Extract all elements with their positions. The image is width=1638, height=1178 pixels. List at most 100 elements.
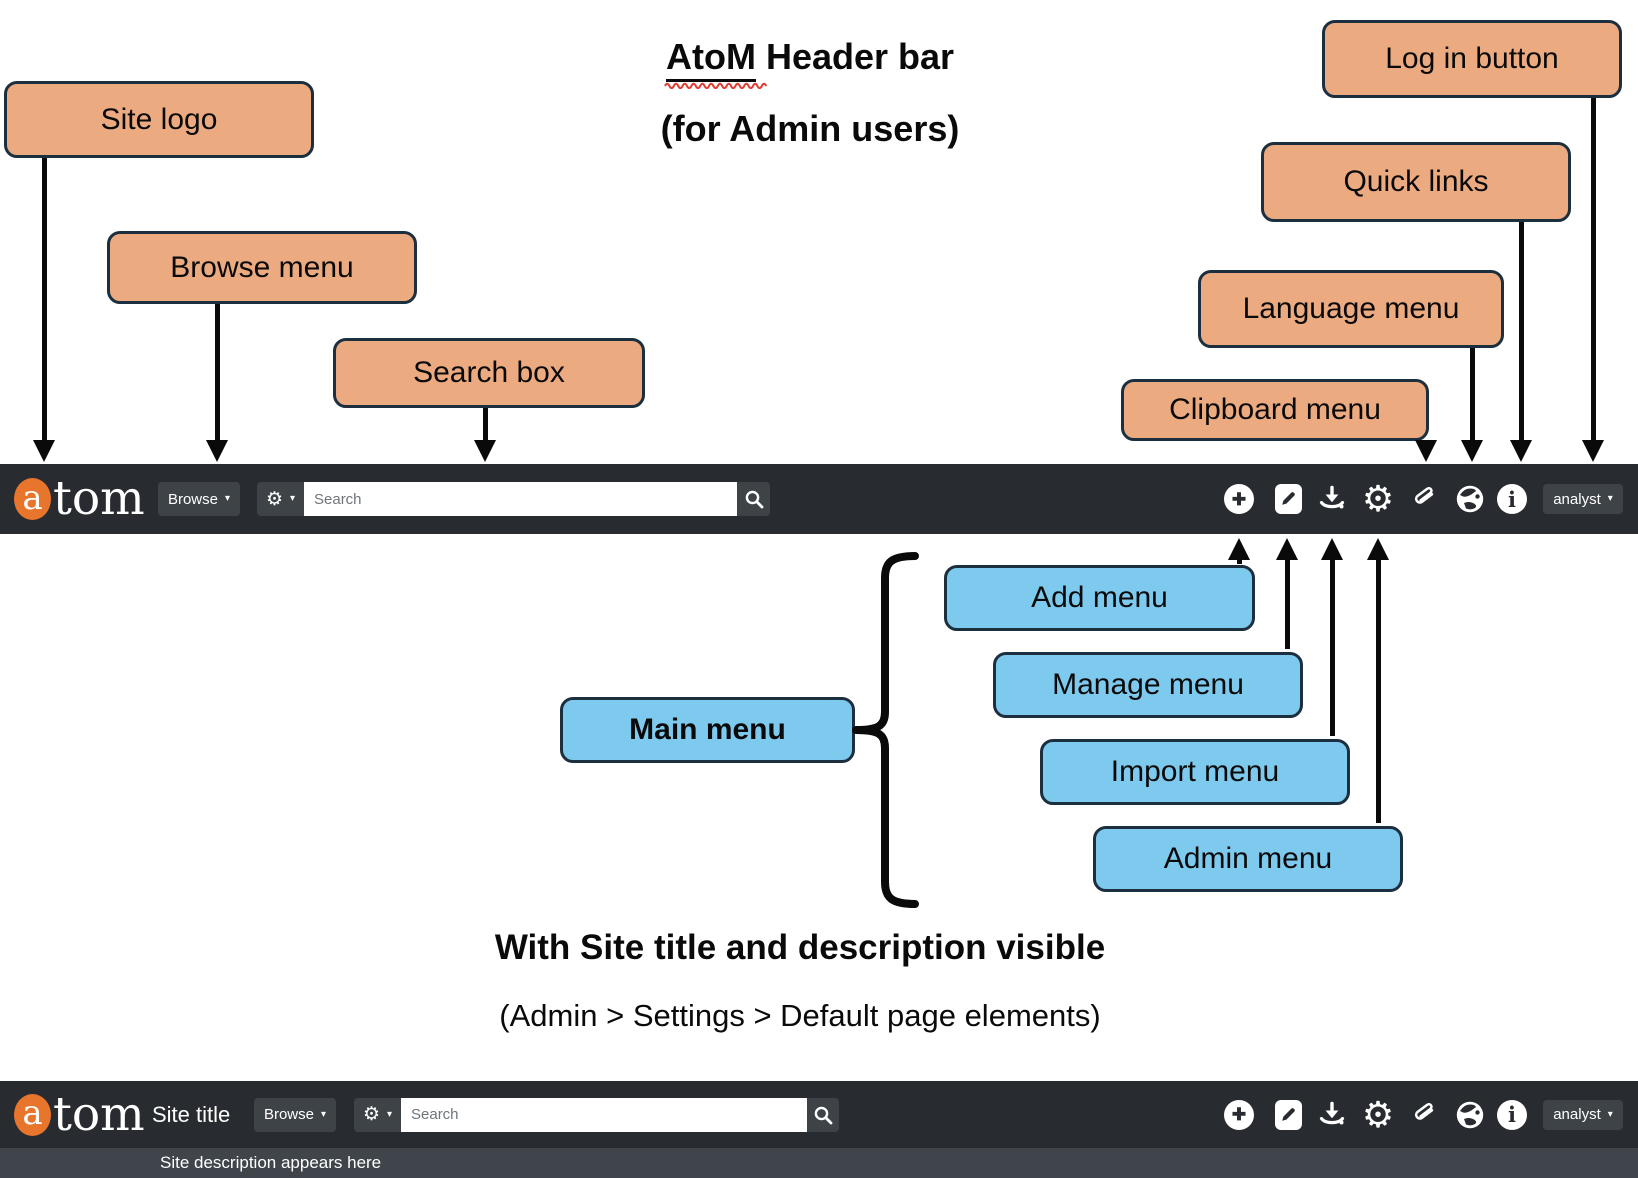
arrow-language-menu xyxy=(1469,348,1475,441)
globe-icon xyxy=(1456,1101,1484,1128)
language-menu-button[interactable] xyxy=(1455,484,1485,514)
gear-icon: ⚙ xyxy=(1361,1093,1395,1135)
chevron-down-icon: ▾ xyxy=(387,1108,393,1120)
main-menu-brace xyxy=(840,540,930,925)
callout-clipboard-menu: Clipboard menu xyxy=(1121,379,1429,441)
callout-add-menu: Add menu xyxy=(944,565,1255,631)
callout-admin-menu-label: Admin menu xyxy=(1163,842,1333,875)
atom-logo-a-badge: a xyxy=(14,1093,51,1136)
admin-menu-button[interactable]: ⚙ xyxy=(1361,478,1395,519)
browse-label: Browse xyxy=(263,1106,314,1123)
callout-login-button-label: Log in button xyxy=(1385,42,1559,75)
subtitle-line1: With Site title and description visible xyxy=(494,928,1106,967)
globe-icon xyxy=(1456,485,1484,513)
browse-menu-button[interactable]: Browse ▾ xyxy=(254,1097,336,1132)
atom-logo-a-badge: a xyxy=(14,478,51,520)
callout-site-logo-label: Site logo xyxy=(100,102,218,136)
plus-glyph: ✚ xyxy=(1231,1105,1247,1124)
callout-admin-menu: Admin menu xyxy=(1093,826,1403,892)
paperclip-icon xyxy=(1414,1102,1434,1120)
callout-site-logo: Site logo xyxy=(4,81,314,158)
language-menu-button[interactable] xyxy=(1455,1100,1485,1130)
site-description-bar: Site description appears here xyxy=(0,1148,1638,1178)
callout-language-menu-label: Language menu xyxy=(1242,292,1460,325)
site-description-text: Site description appears here xyxy=(160,1153,382,1172)
plus-glyph: ✚ xyxy=(1231,489,1247,509)
callout-main-menu: Main menu xyxy=(560,697,855,763)
pencil-square-icon xyxy=(1274,484,1302,514)
header-bar-with-site-title: a tom Site title Browse ▾ ⚙ ▾ ✚ xyxy=(0,1081,1638,1148)
import-menu-button[interactable] xyxy=(1317,484,1347,514)
callout-browse-menu-label: Browse menu xyxy=(170,250,354,284)
import-menu-button[interactable] xyxy=(1317,1100,1347,1130)
chevron-down-icon: ▾ xyxy=(321,1108,327,1120)
browse-label: Browse xyxy=(167,490,218,508)
gear-icon: ⚙ xyxy=(1361,478,1395,519)
clipboard-menu-button[interactable] xyxy=(1409,1100,1439,1130)
chevron-down-icon: ▾ xyxy=(290,493,296,504)
info-glyph: i xyxy=(1508,486,1516,512)
info-circle-icon: i xyxy=(1497,484,1527,514)
arrow-search-box xyxy=(482,408,488,441)
search-input[interactable] xyxy=(304,482,737,516)
search-input[interactable] xyxy=(401,1097,807,1132)
user-label: analyst xyxy=(1553,1106,1601,1123)
arrow-import-menu xyxy=(1329,559,1335,736)
admin-menu-button[interactable]: ⚙ xyxy=(1361,1093,1395,1135)
arrow-add-menu xyxy=(1236,559,1242,564)
subtitle-line2: (Admin > Settings > Default page element… xyxy=(499,998,1101,1033)
pencil-square-icon xyxy=(1274,1099,1302,1130)
atom-logo-text: tom xyxy=(53,471,145,527)
callout-quick-links: Quick links xyxy=(1261,142,1571,222)
diagram-title-line2: (for Admin users) xyxy=(660,108,960,149)
search-options-button[interactable]: ⚙ ▾ xyxy=(354,1097,401,1132)
search-options-button[interactable]: ⚙ ▾ xyxy=(257,482,304,516)
arrow-admin-menu xyxy=(1375,559,1381,823)
callout-manage-menu: Manage menu xyxy=(993,652,1303,718)
callout-login-button: Log in button xyxy=(1322,20,1622,98)
chevron-down-icon: ▾ xyxy=(1607,1108,1613,1120)
callout-import-menu: Import menu xyxy=(1040,739,1350,805)
callout-language-menu: Language menu xyxy=(1198,270,1504,348)
edit-menu-button[interactable] xyxy=(1273,1099,1303,1130)
atom-logo[interactable]: a tom xyxy=(14,1086,145,1142)
search-button[interactable] xyxy=(807,1097,839,1132)
download-icon xyxy=(1319,1101,1345,1124)
callout-search-box-label: Search box xyxy=(413,356,565,389)
callout-browse-menu: Browse menu xyxy=(107,231,417,304)
callout-add-menu-label: Add menu xyxy=(1031,581,1168,614)
add-menu-button[interactable]: ✚ xyxy=(1224,484,1254,514)
user-menu-button[interactable]: analyst ▾ xyxy=(1543,1099,1623,1130)
user-menu-button[interactable]: analyst ▾ xyxy=(1543,484,1623,514)
callout-manage-menu-label: Manage menu xyxy=(1052,668,1244,701)
arrow-quick-links xyxy=(1518,222,1524,441)
add-menu-button[interactable]: ✚ xyxy=(1224,1099,1254,1130)
browse-menu-button[interactable]: Browse ▾ xyxy=(158,482,240,516)
arrow-manage-menu xyxy=(1284,559,1290,649)
gear-icon: ⚙ xyxy=(265,488,283,510)
edit-menu-button[interactable] xyxy=(1273,484,1303,514)
arrow-login-button xyxy=(1590,98,1596,441)
arrow-site-logo xyxy=(41,158,47,441)
clipboard-menu-button[interactable] xyxy=(1409,484,1439,514)
atom-logo[interactable]: a tom xyxy=(14,471,145,527)
diagram-title: AtoM Header bar xyxy=(430,36,1190,89)
user-label: analyst xyxy=(1553,490,1601,508)
diagram-title-rest: Header bar xyxy=(755,36,955,77)
spellcheck-squiggle xyxy=(664,82,768,89)
magnifier-icon xyxy=(814,1106,833,1124)
quick-links-button[interactable]: i xyxy=(1497,1099,1527,1130)
plus-circle-icon: ✚ xyxy=(1224,1099,1254,1130)
chevron-down-icon: ▾ xyxy=(1607,493,1613,504)
quick-links-button[interactable]: i xyxy=(1497,484,1527,514)
info-circle-icon: i xyxy=(1497,1099,1527,1130)
search-button[interactable] xyxy=(737,482,770,516)
site-title[interactable]: Site title xyxy=(152,1101,231,1127)
atom-logo-text: tom xyxy=(53,1086,145,1142)
diagram-title-brand: AtoM xyxy=(664,36,768,89)
arrow-browse-menu xyxy=(214,304,220,441)
magnifier-icon xyxy=(745,490,763,509)
chevron-down-icon: ▾ xyxy=(225,493,231,504)
gear-icon: ⚙ xyxy=(362,1104,380,1125)
